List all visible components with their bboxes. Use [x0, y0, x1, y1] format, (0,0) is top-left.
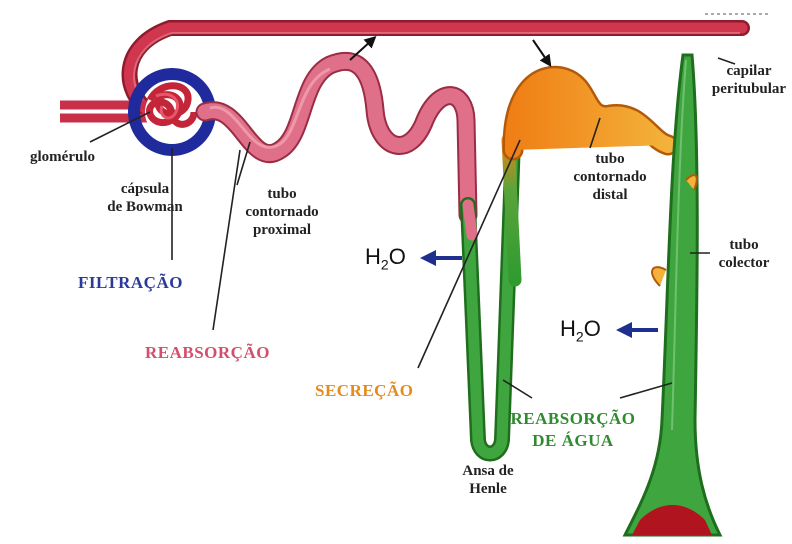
process-secrecao: SECREÇÃO: [315, 381, 414, 400]
label-tubo-colector: tubo colector: [708, 236, 780, 272]
collecting-duct: [622, 53, 723, 537]
h2o-prefix: H: [560, 316, 576, 341]
label-capsula-line1: cápsula: [120, 181, 170, 197]
h2o-label-henle: H2O: [365, 244, 406, 272]
label-capilar-peritubular: capilar peritubular: [708, 62, 790, 98]
glomerulus: [146, 82, 198, 128]
label-ansa-2: Henle: [469, 481, 507, 497]
label-tubo-proximal: tubo contornado proximal: [232, 185, 332, 239]
label-tubo-prox-3: proximal: [252, 222, 312, 238]
label-ansa-1: Ansa de: [462, 463, 514, 479]
label-colector-1: tubo: [729, 237, 759, 253]
h2o-sub: 2: [575, 328, 584, 345]
label-tubo-dist-1: tubo: [595, 151, 625, 167]
reabsorption-arrow: [349, 35, 377, 61]
water-arrow-duct-head: [616, 322, 632, 338]
h2o-prefix: H: [365, 244, 381, 269]
distal-tubule: [502, 65, 679, 161]
label-glomerulo: glomérulo: [30, 149, 95, 165]
label-colector-2: colector: [718, 255, 770, 271]
water-arrow-henle-head: [420, 250, 436, 266]
process-filtracao: FILTRAÇÃO: [78, 273, 183, 292]
label-tubo-dist-2: contornado: [573, 169, 647, 185]
label-ansa-henle: Ansa de Henle: [448, 462, 528, 498]
process-reabs-agua-line2: DE ÁGUA: [532, 431, 614, 450]
leader-lines: [89, 57, 736, 399]
h2o-label-duct: H2O: [560, 316, 601, 344]
h2o-suffix: O: [388, 244, 406, 269]
secretion-arrow: [532, 39, 552, 67]
label-capilar-1: capilar: [726, 63, 772, 79]
proximal-tubule: [195, 51, 478, 225]
process-reabsorcao-agua: REABSORÇÃO DE ÁGUA: [508, 408, 638, 452]
process-reabs-agua-line1: REABSORÇÃO: [510, 409, 636, 428]
label-capsula-line2: de Bowman: [107, 199, 183, 215]
label-tubo-distal: tubo contornado distal: [560, 150, 660, 204]
h2o-suffix: O: [583, 316, 601, 341]
label-tubo-prox-1: tubo: [267, 186, 297, 202]
process-reabsorcao: REABSORÇÃO: [145, 343, 270, 362]
h2o-sub: 2: [380, 256, 389, 273]
label-tubo-dist-3: distal: [592, 187, 628, 203]
label-tubo-prox-2: contornado: [245, 204, 319, 220]
label-capsula: cápsula de Bowman: [100, 180, 190, 216]
label-capilar-2: peritubular: [711, 81, 787, 97]
